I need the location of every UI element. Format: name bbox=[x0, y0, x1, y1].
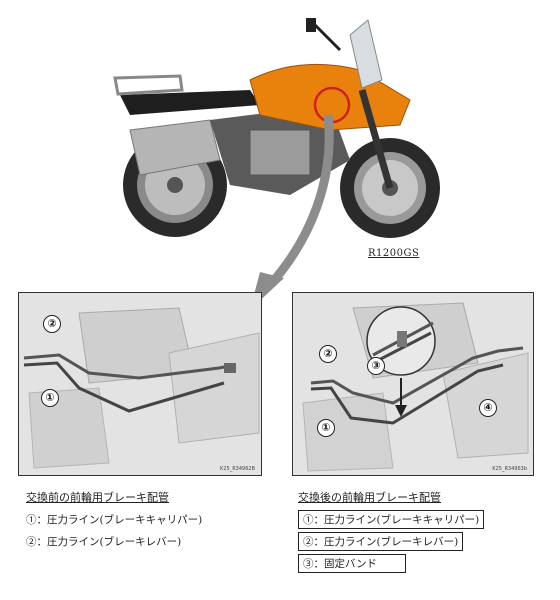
before-caption-title: 交換前の前輪用ブレーキ配管 bbox=[26, 491, 169, 504]
callout-1: ① bbox=[41, 389, 59, 407]
before-photo-drawing bbox=[19, 293, 261, 475]
callout-1: ① bbox=[317, 419, 335, 437]
before-brake-line-photo: ② ① K25_R34962B bbox=[18, 292, 262, 476]
after-brake-line-photo: ② ③ ① ④ K25_R34963b bbox=[292, 292, 534, 476]
before-item-1: ①：圧力ライン(ブレーキキャリパー) bbox=[26, 514, 203, 526]
callout-2: ② bbox=[43, 315, 61, 333]
callout-2: ② bbox=[319, 345, 337, 363]
after-item-2: ②：圧力ライン(ブレーキレバー) bbox=[298, 532, 464, 551]
image-code: K25_R34963b bbox=[492, 466, 527, 472]
callout-3: ③ bbox=[367, 357, 385, 375]
after-item-1: ①：圧力ライン(ブレーキキャリパー) bbox=[298, 510, 485, 529]
model-label: R1200GS bbox=[368, 248, 420, 259]
before-item-2: ②：圧力ライン(ブレーキレバー) bbox=[26, 536, 182, 548]
callout-4: ④ bbox=[479, 399, 497, 417]
after-item-3: ③：固定バンド bbox=[298, 554, 406, 573]
image-code: K25_R34962B bbox=[220, 466, 255, 472]
after-caption-title: 交換後の前輪用ブレーキ配管 bbox=[298, 491, 441, 504]
after-photo-drawing bbox=[293, 293, 533, 475]
motorcycle-illustration bbox=[113, 18, 440, 238]
